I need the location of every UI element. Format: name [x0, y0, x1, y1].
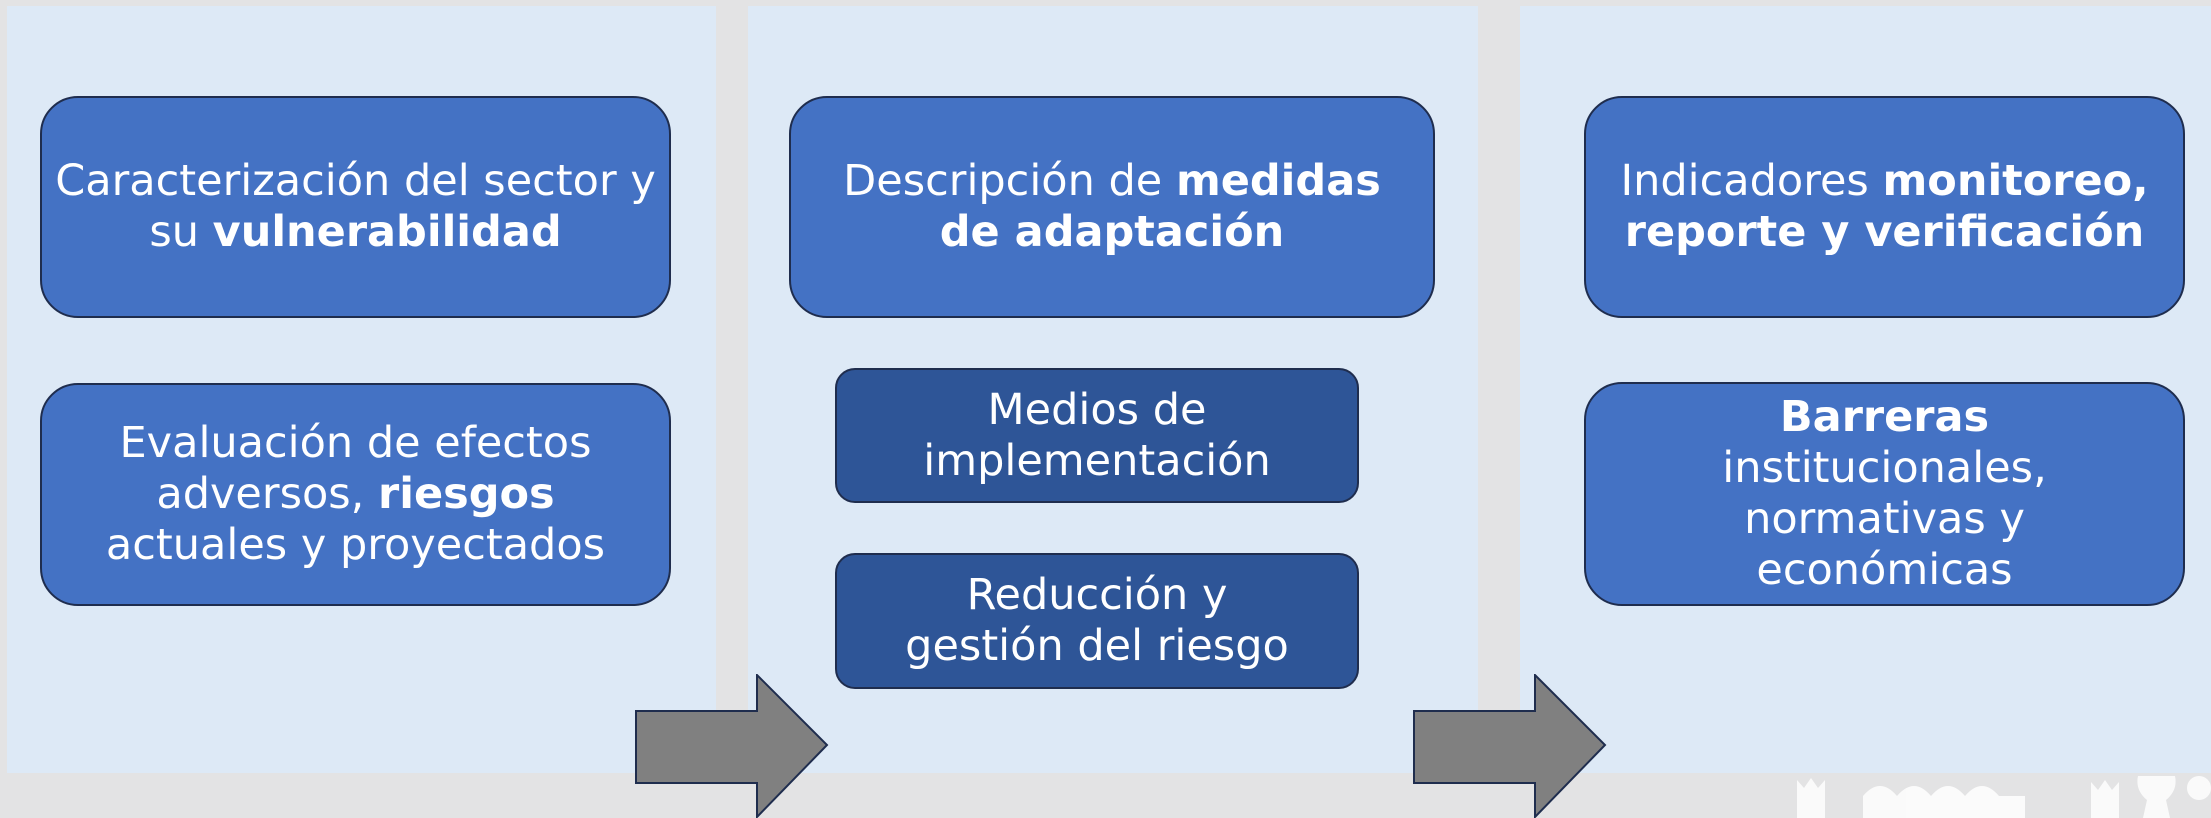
box-text: Descripción de	[843, 156, 1176, 206]
box-text-bold: medidas de adaptación	[939, 156, 1381, 257]
box-evaluacion-efectos: Evaluación de efectos adversos, riesgos …	[40, 383, 671, 606]
box-text: Evaluación de efectos adversos,	[119, 418, 592, 519]
box-text: actuales y proyectados	[105, 520, 606, 570]
box-text: Indicadores	[1620, 156, 1883, 206]
watermark-logo	[1797, 776, 2211, 818]
right-arrow-icon	[635, 674, 829, 818]
box-text: Caracterización del sector y su	[55, 156, 656, 257]
box-reduccion-gestion-riesgo: Reducción y gestión del riesgo	[835, 553, 1359, 689]
box-text: Medios de implementación	[923, 384, 1271, 486]
box-text: Reducción y gestión del riesgo	[905, 570, 1289, 671]
right-arrow-icon	[1413, 674, 1607, 818]
box-descripcion-medidas: Descripción de medidas de adaptación	[789, 96, 1435, 318]
box-text-bold: vulnerabilidad	[212, 207, 562, 257]
box-text-bold: Barreras	[1779, 392, 1990, 442]
box-text-bold: riesgos	[378, 469, 555, 519]
box-medios-implementacion: Medios de implementación	[835, 368, 1359, 503]
box-text: institucionales, normativas y económicas	[1722, 443, 2047, 595]
box-indicadores-mrv: Indicadores monitoreo, reporte y verific…	[1584, 96, 2185, 318]
box-caracterizacion-sector: Caracterización del sector y su vulnerab…	[40, 96, 671, 318]
box-text-bold: monitoreo, reporte y verificación	[1624, 156, 2149, 257]
